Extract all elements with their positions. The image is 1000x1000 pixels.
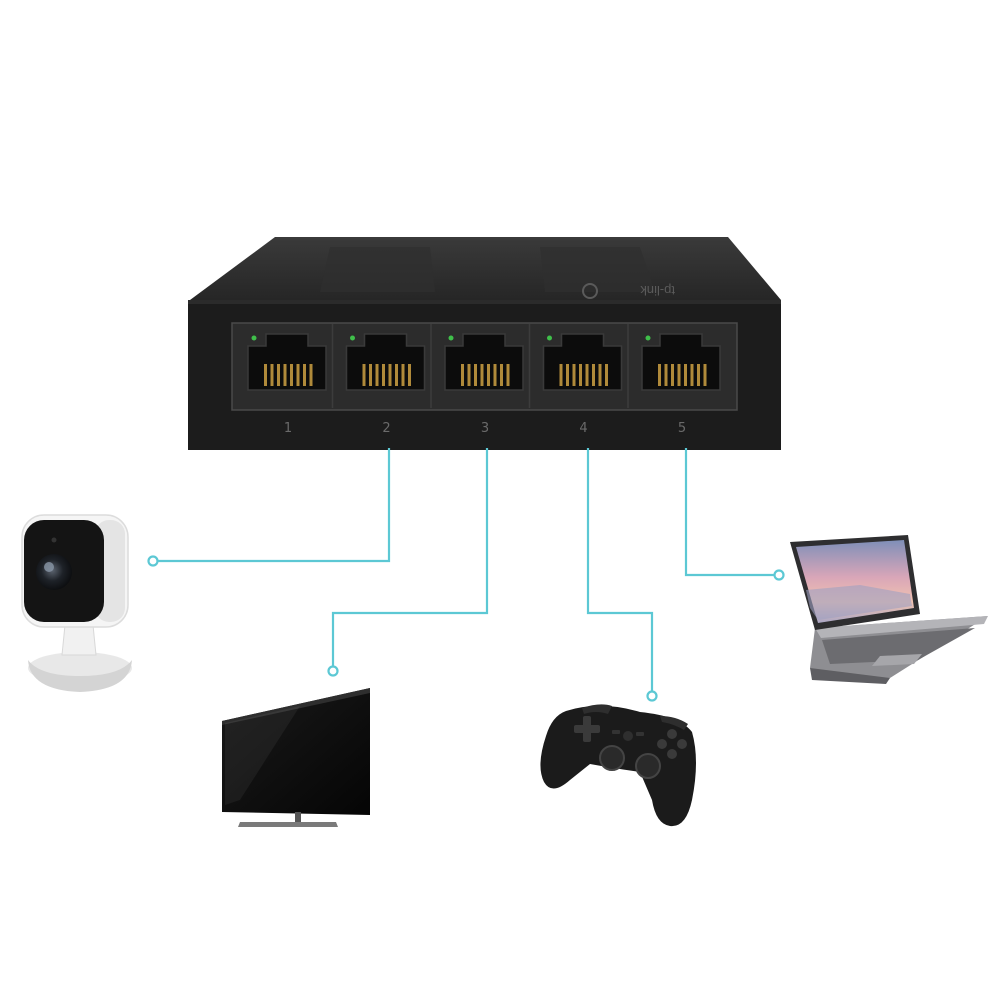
ethernet-port-2: 2 (331, 324, 426, 436)
rj45-socket-2 (345, 333, 426, 391)
rj45-socket-4 (542, 333, 623, 391)
tv-stand (238, 822, 338, 827)
rj45-socket-5 (641, 333, 721, 391)
port-number-3: 3 (481, 421, 489, 436)
ethernet-port-1: 1 (247, 333, 327, 436)
connector-camera (156, 448, 391, 563)
port-led-5 (645, 335, 651, 341)
television (222, 688, 370, 827)
ethernet-port-3: 3 (430, 324, 524, 436)
port-number-1: 1 (284, 421, 292, 436)
connector-controller (586, 448, 654, 693)
svg-text:tp-link: tp-link (640, 283, 675, 298)
connector-laptop (684, 448, 776, 577)
tp-link-logo: tp-link (582, 283, 675, 299)
connector-end-controller (646, 690, 658, 702)
port-led-3 (448, 335, 454, 341)
rj45-socket-1 (247, 333, 327, 391)
ethernet-port-4: 4 (528, 324, 623, 436)
port-led-1 (251, 335, 257, 341)
camera-lens (36, 554, 72, 590)
connector-end-laptop (773, 569, 785, 581)
port-number-2: 2 (382, 421, 390, 436)
connector-lines (147, 448, 785, 702)
connector-end-camera (147, 555, 159, 567)
tv-screen (222, 688, 370, 815)
port-number-4: 4 (579, 421, 587, 436)
port-led-4 (547, 335, 552, 341)
game-controller (540, 704, 696, 827)
connector-end-tv (327, 665, 339, 677)
security-camera (21, 514, 132, 692)
port-number-5: 5 (678, 421, 686, 436)
laptop (790, 535, 988, 684)
port-led-2 (350, 335, 355, 341)
connector-tv (331, 448, 489, 668)
switch-top (190, 237, 781, 300)
network-switch: tp-link 1 2 3 4 5 (188, 237, 781, 450)
rj45-socket-3 (444, 333, 524, 391)
ethernet-port-5: 5 (627, 324, 721, 436)
